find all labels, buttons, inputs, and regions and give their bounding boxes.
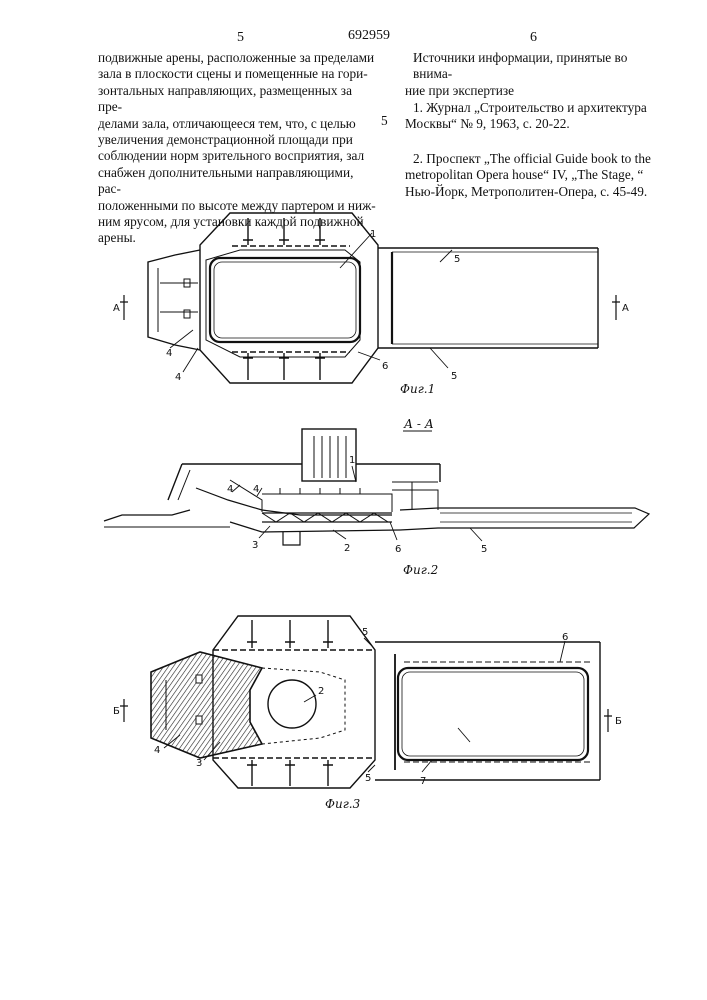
section-title: А - А bbox=[403, 417, 434, 431]
callout: 7 bbox=[420, 776, 426, 787]
figure-caption: Фиг.1 bbox=[400, 382, 435, 396]
figure-2 bbox=[104, 429, 649, 545]
callout: 1 bbox=[349, 455, 355, 466]
figure-caption: Фиг.2 bbox=[403, 563, 438, 577]
section-mark: А bbox=[113, 303, 120, 314]
section-mark: А bbox=[622, 303, 629, 314]
callout: 4 bbox=[253, 484, 259, 495]
callout: 2 bbox=[318, 686, 324, 697]
callout: 5 bbox=[481, 544, 487, 555]
callout: 6 bbox=[562, 632, 568, 643]
callout: 5 bbox=[362, 627, 368, 638]
callout: 3 bbox=[196, 758, 202, 769]
callout: 5 bbox=[451, 371, 457, 382]
section-mark: Б bbox=[615, 716, 622, 727]
figure-3 bbox=[120, 616, 612, 788]
callout: 4 bbox=[154, 745, 160, 756]
callout: 4 bbox=[166, 348, 172, 359]
callout: 2 bbox=[344, 543, 350, 554]
figure-caption: Фиг.3 bbox=[325, 797, 361, 811]
callout: 5 bbox=[454, 254, 460, 265]
section-mark: Б bbox=[113, 706, 120, 717]
callout: 5 bbox=[365, 773, 371, 784]
callout: 4 bbox=[227, 484, 233, 495]
callout: 6 bbox=[382, 361, 388, 372]
callout: 1 bbox=[370, 229, 376, 240]
callout: 4 bbox=[175, 372, 181, 383]
callout: 6 bbox=[395, 544, 401, 555]
callout: 3 bbox=[252, 540, 258, 551]
figure-2-labels: 1 4 4 3 2 6 5 А - А Фиг.2 bbox=[227, 417, 487, 577]
